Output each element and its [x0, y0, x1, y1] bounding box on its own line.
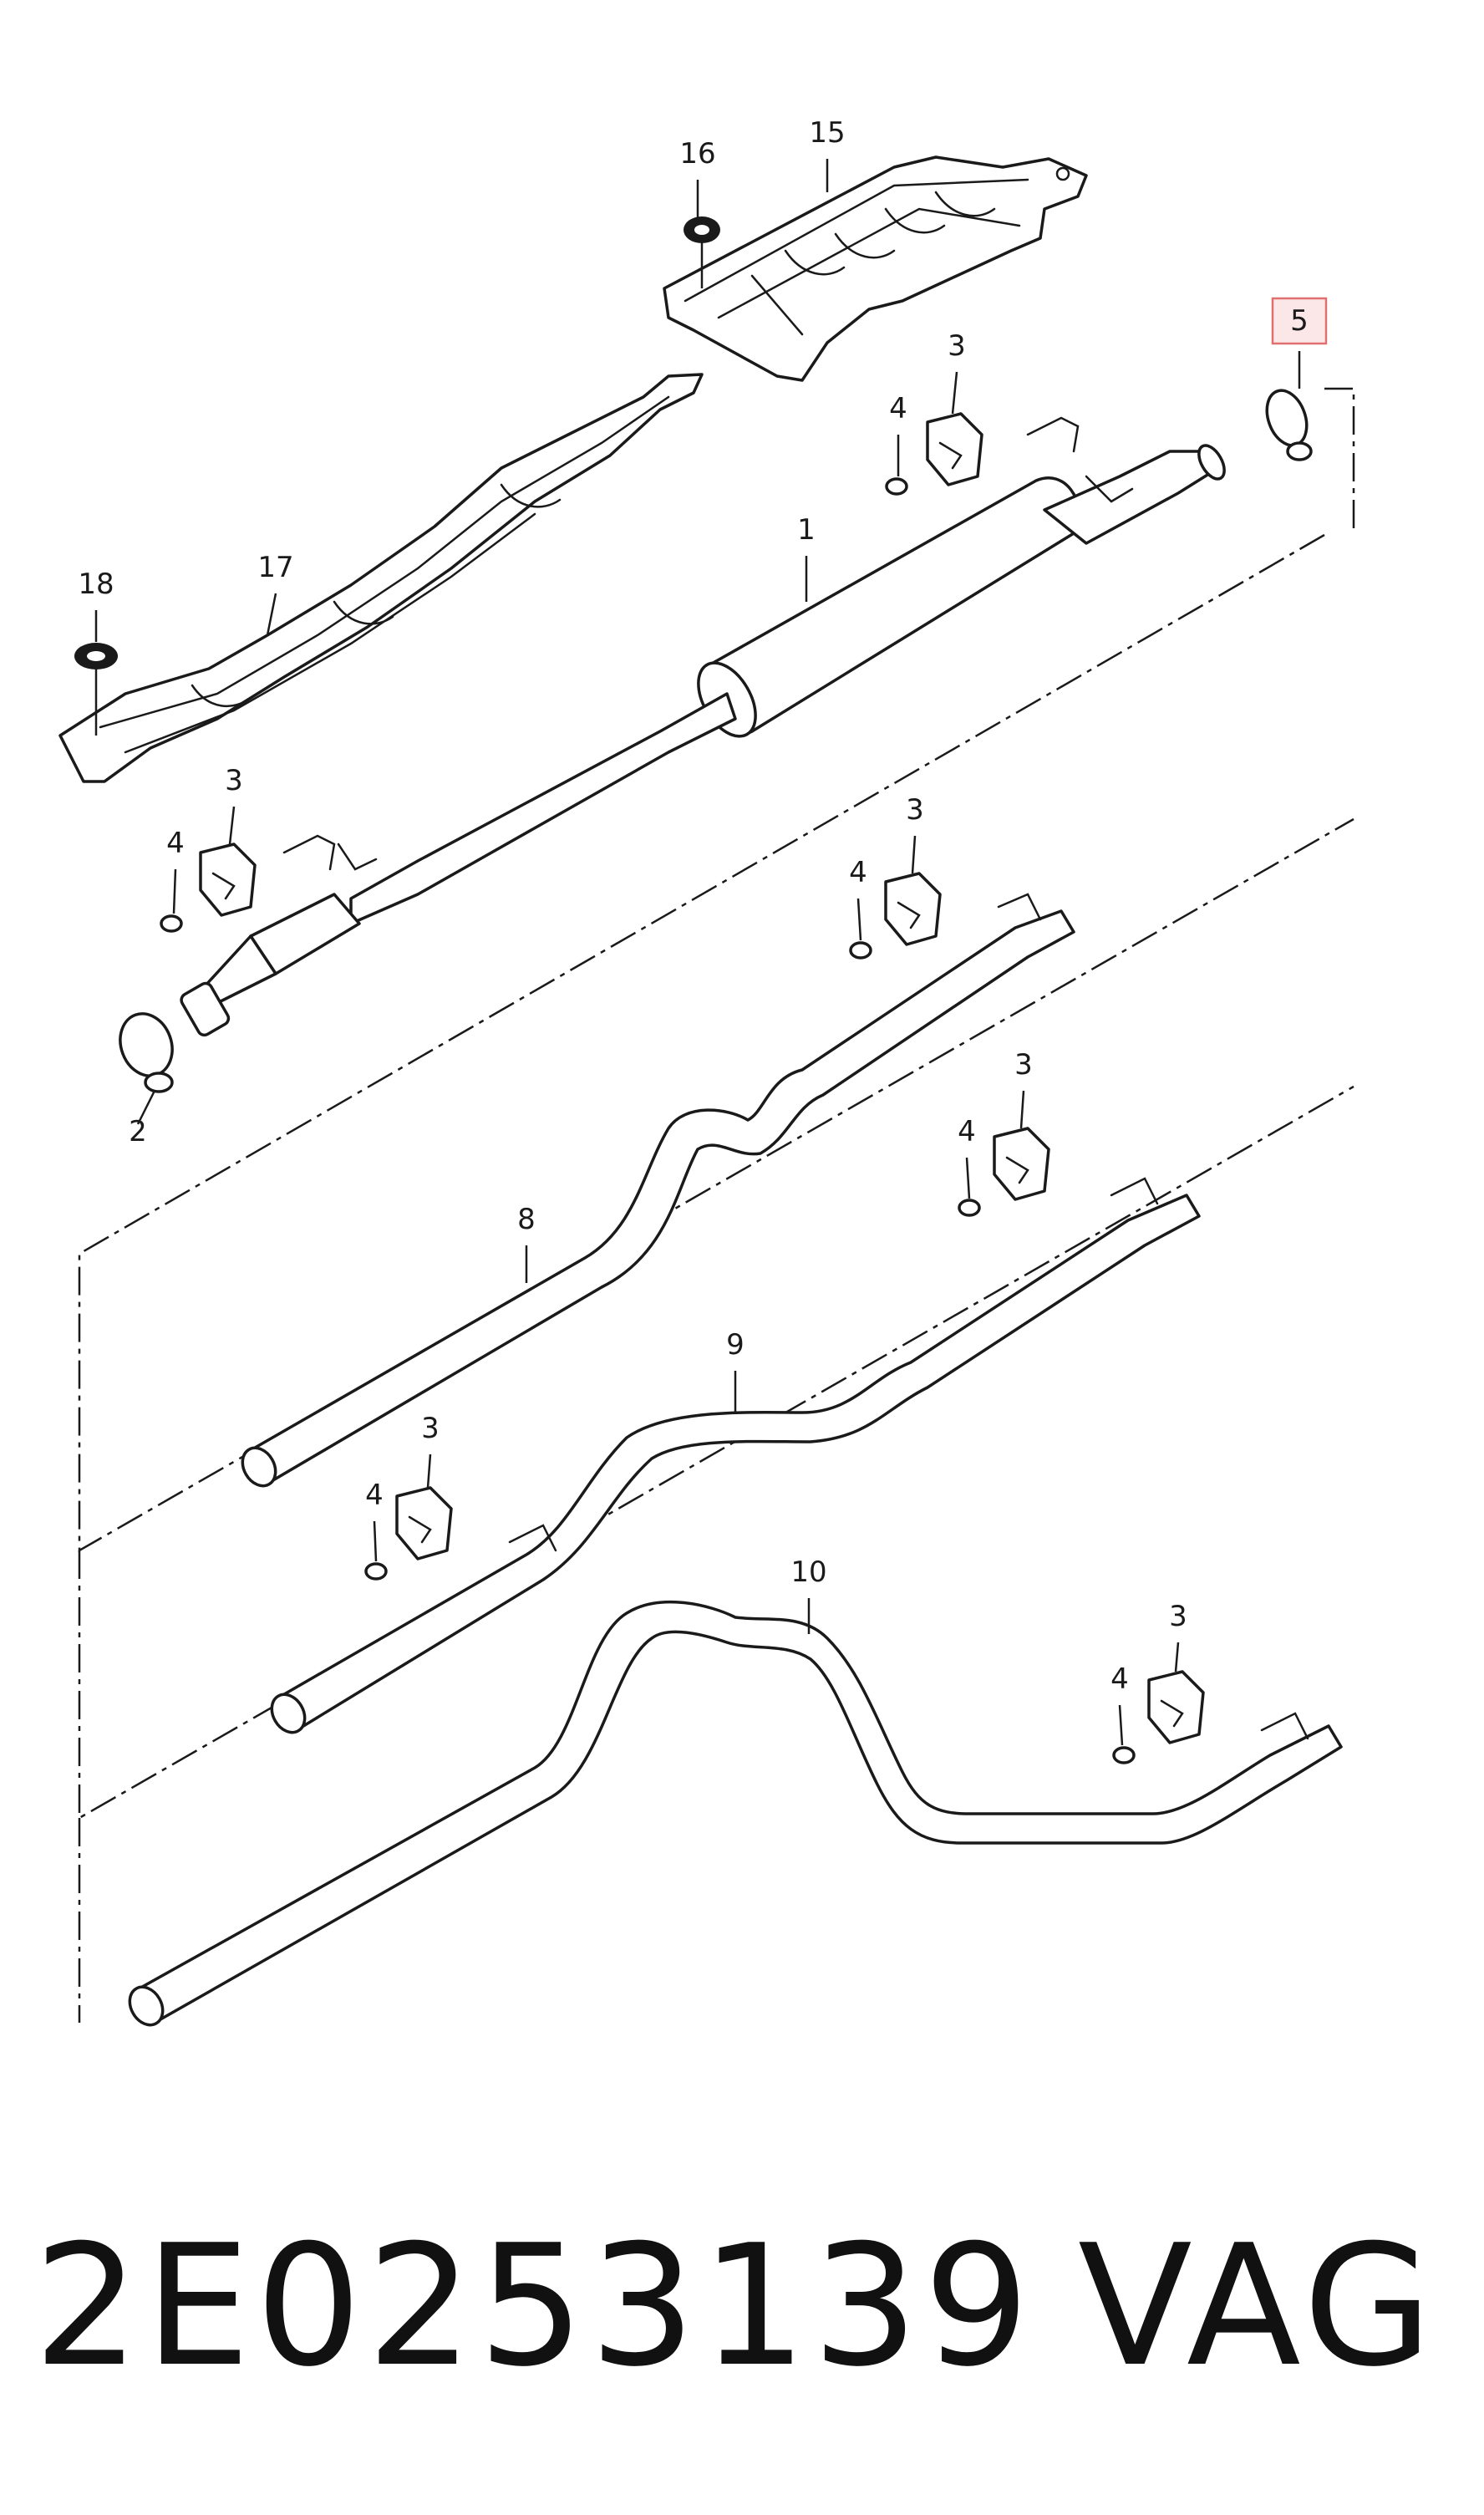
- rubber-hanger-a: [885, 412, 1080, 496]
- callout-c4b: 4: [166, 827, 185, 914]
- callout-label: 3: [1014, 1048, 1033, 1082]
- tail-pipe-10: [128, 1600, 1343, 2027]
- callout-c3b: 3: [225, 764, 243, 845]
- callout-label: 9: [726, 1328, 745, 1362]
- callout-c18: 18: [78, 568, 114, 642]
- callout-leader: [1174, 1642, 1180, 1672]
- callout-label: 3: [948, 329, 966, 363]
- callout-label: 5: [1290, 304, 1309, 338]
- callout-label: 16: [679, 137, 715, 171]
- callout-leader: [965, 1157, 971, 1199]
- callout-c2: 2: [129, 1090, 156, 1148]
- callout-c3e: 3: [421, 1412, 440, 1489]
- clamp-5: [1265, 389, 1313, 461]
- callout-label: 3: [225, 764, 243, 797]
- rubber-hanger-c: [849, 872, 942, 960]
- callout-c3a: 3: [948, 329, 966, 415]
- tail-pipe-9: [270, 1177, 1201, 1734]
- callout-label: 10: [790, 1555, 826, 1589]
- clip-nut-16: [684, 216, 720, 288]
- heat-shield-rear: [663, 155, 1088, 382]
- callout-label: 17: [257, 551, 293, 584]
- callout-c15: 15: [809, 116, 846, 192]
- callout-leader: [266, 593, 277, 636]
- tail-pipe-8: [241, 893, 1075, 1488]
- heat-shield-front: [58, 373, 704, 783]
- highlight-box: [1271, 297, 1328, 345]
- callout-c17: 17: [257, 551, 294, 636]
- part-number: 2E0253139: [33, 2209, 1035, 2404]
- exhaust-system-diagram: 16 15 5 18 17 3 4 1 3 4 3 4 2 3 4 8 9 3 4 10 3 4: [58, 116, 1355, 2027]
- callout-leader: [172, 868, 177, 914]
- callout-c4e: 4: [365, 1479, 384, 1562]
- rubber-hanger-e: [364, 1486, 453, 1581]
- callout-label: 8: [517, 1203, 536, 1236]
- callout-label: 4: [365, 1479, 384, 1512]
- callout-label: 4: [889, 392, 907, 425]
- callout-label: 4: [1110, 1662, 1129, 1696]
- grouping-frame: [78, 387, 1355, 2023]
- callout-label: 15: [809, 116, 845, 150]
- callout-c10: 10: [790, 1555, 827, 1634]
- callout-leader: [373, 1520, 378, 1562]
- callout-c8: 8: [517, 1203, 536, 1283]
- callout-leader: [1118, 1704, 1124, 1746]
- callout-leader: [951, 371, 958, 415]
- callout-c9: 9: [726, 1328, 745, 1413]
- callout-label: 4: [166, 827, 185, 860]
- callout-leader: [856, 898, 862, 941]
- callout-c5: 5: [1271, 297, 1328, 389]
- callout-leader: [1019, 1090, 1025, 1129]
- middle-muffler-assembly: [180, 444, 1226, 1037]
- callout-label: 2: [129, 1115, 147, 1148]
- callout-layer: 16 15 5 18 17 3 4 1 3 4 3 4 2 3 4 8 9 3 4 10 3 4: [78, 116, 1328, 1746]
- callout-leader: [426, 1454, 432, 1489]
- callout-label: 4: [958, 1115, 976, 1148]
- callout-c4f: 4: [1110, 1662, 1129, 1746]
- callout-label: 1: [797, 513, 816, 547]
- clip-nut-18: [74, 643, 118, 736]
- rubber-hanger-f: [1112, 1670, 1205, 1764]
- callout-c16: 16: [679, 137, 716, 217]
- brand-name: VAG: [1078, 2209, 1438, 2404]
- callout-label: 4: [849, 856, 867, 889]
- callout-c3d: 3: [1014, 1048, 1033, 1129]
- callout-label: 3: [421, 1412, 440, 1445]
- callout-leader: [911, 835, 917, 874]
- callout-label: 3: [906, 793, 924, 827]
- callout-c4a: 4: [889, 392, 907, 476]
- callout-label: 18: [78, 568, 114, 601]
- callout-c3c: 3: [906, 793, 924, 874]
- callout-c4c: 4: [849, 856, 867, 941]
- callout-label: 3: [1169, 1600, 1187, 1633]
- callout-c3f: 3: [1169, 1600, 1187, 1672]
- callout-leader: [136, 1090, 156, 1125]
- callout-leader: [228, 806, 236, 845]
- footer: 2E0253139 VAG: [33, 2207, 1454, 2407]
- rubber-hanger-b: [160, 834, 336, 933]
- rubber-hanger-d: [958, 1127, 1050, 1217]
- callout-c4d: 4: [958, 1115, 976, 1199]
- callout-c1: 1: [797, 513, 816, 602]
- clamp-2: [119, 1012, 174, 1093]
